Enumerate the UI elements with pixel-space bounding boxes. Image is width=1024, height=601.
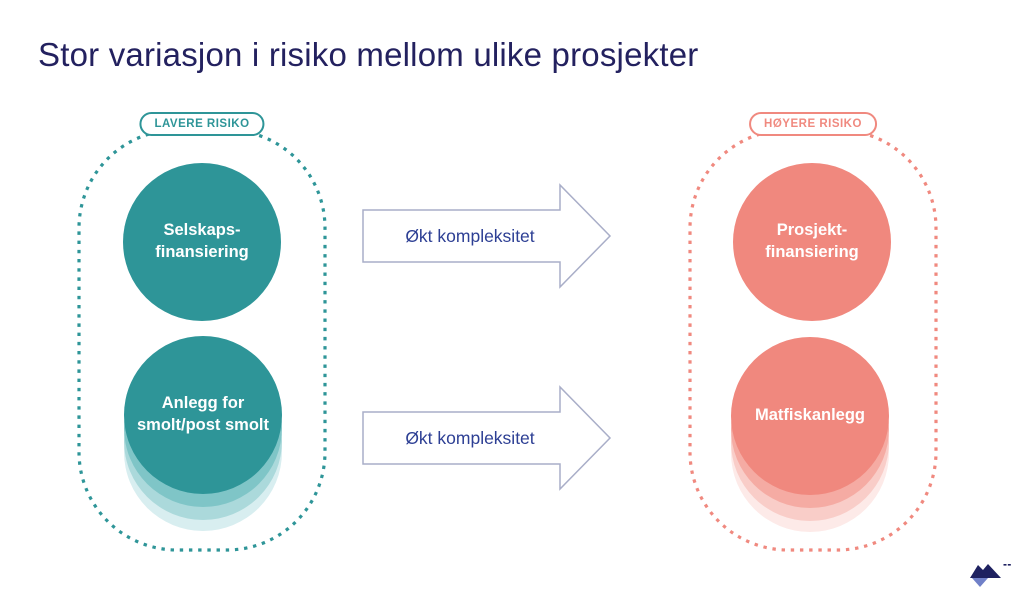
right-arrow-icon xyxy=(362,385,612,491)
mountain-logo-icon xyxy=(970,564,1011,587)
circle-label-line: Matfiskanlegg xyxy=(754,406,866,425)
slide-title: Stor variasjon i risiko mellom ulike pro… xyxy=(38,36,699,73)
complexity-arrow-top: Økt kompleksitet xyxy=(362,183,612,289)
lower-risk-dotted-border xyxy=(77,128,327,552)
higher-risk-dotted-border xyxy=(688,128,938,552)
circle-label-line: finansiering xyxy=(155,243,249,261)
arrow-label: Økt kompleksitet xyxy=(405,427,535,448)
company-logo xyxy=(968,560,1014,592)
higher-risk-badge: HØYERE RISIKO xyxy=(749,112,877,136)
circle-prosjektfinansiering: Prosjekt- finansiering xyxy=(733,163,891,321)
higher-risk-group: HØYERE RISIKO Prosjekt- finansiering Mat… xyxy=(688,112,938,552)
complexity-arrow-bottom: Økt kompleksitet xyxy=(362,385,612,491)
circle-selskapsfinansiering: Selskaps- finansiering xyxy=(123,163,281,321)
circle-label-line: Anlegg for xyxy=(161,394,245,413)
circle-label-line: Selskaps- xyxy=(163,221,241,240)
circle-label-line: Prosjekt- xyxy=(776,221,848,240)
circle-label-line: finansiering xyxy=(765,243,859,261)
lower-risk-badge: LAVERE RISIKO xyxy=(139,112,265,136)
circle-label-line: smolt/post smolt xyxy=(136,416,269,434)
circle-matfiskanlegg: Matfiskanlegg xyxy=(731,337,889,495)
lower-risk-group: LAVERE RISIKO Selskaps- finansiering Anl… xyxy=(77,112,327,552)
right-arrow-icon xyxy=(362,183,612,289)
circle-anlegg-smolt: Anlegg for smolt/post smolt xyxy=(124,336,282,494)
arrow-label: Økt kompleksitet xyxy=(405,225,535,246)
